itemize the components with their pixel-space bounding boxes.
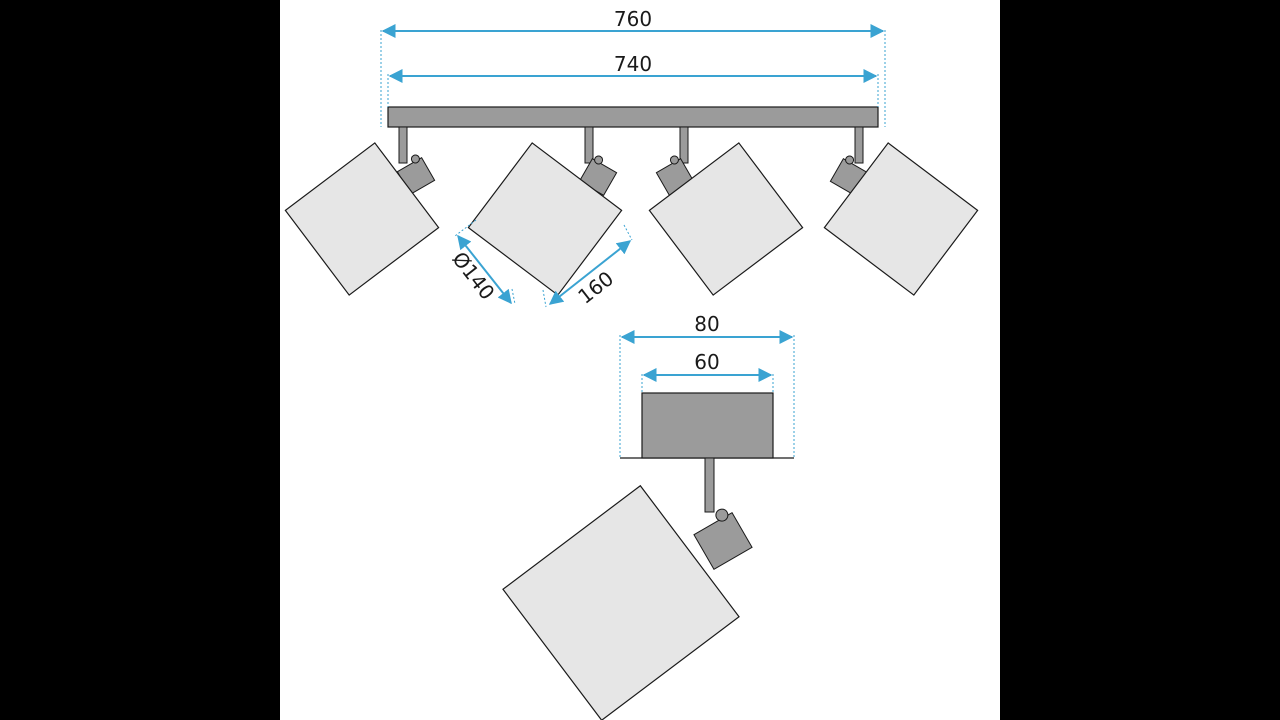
base-dimension-lines: 80 60 [619, 312, 795, 458]
dimension-label-60: 60 [694, 350, 719, 374]
ceiling-base [641, 392, 774, 459]
mounting-bar [387, 106, 879, 128]
spotlight-dimension-diagram: 760 740 Ø140 160 80 60 [284, 7, 979, 720]
four-light-bar-fixture [284, 106, 979, 296]
shade-1 [284, 142, 440, 296]
shade-3 [648, 142, 804, 296]
spotlight-4 [823, 126, 979, 296]
bar-dimension-lines: 760 740 [380, 7, 886, 127]
shade-4 [823, 142, 979, 296]
dimension-label-740: 740 [614, 52, 652, 76]
dimension-label-760: 760 [614, 7, 652, 31]
dimension-label-80: 80 [694, 312, 719, 336]
dimension-line-length [548, 240, 632, 305]
spotlight-1 [284, 126, 440, 296]
single-spot-fixture [502, 392, 794, 720]
single-shade [502, 484, 740, 720]
dimension-line-diameter [457, 234, 512, 305]
diagram-canvas: 760 740 Ø140 160 80 60 [280, 0, 1000, 720]
dimension-label-diameter: Ø140 [447, 247, 499, 304]
dimension-label-length: 160 [573, 266, 618, 308]
spotlight-3 [648, 126, 804, 296]
